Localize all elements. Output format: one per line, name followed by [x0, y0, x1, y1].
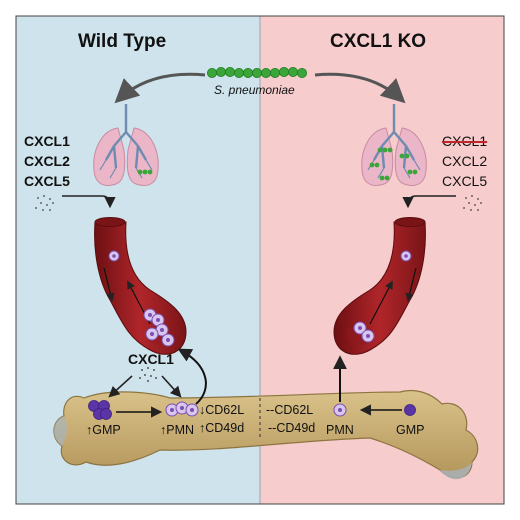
wild-type-title: Wild Type: [78, 31, 167, 52]
infection-arrow-left: [114, 72, 206, 104]
gmp-label-left: ↑GMP: [86, 423, 121, 437]
chemokine-to-gmp-arrow: [108, 375, 133, 398]
gmp-cells-left: [88, 400, 112, 420]
chemokine-right-1-deleted: CXCL1: [442, 133, 488, 149]
cd49d-label-right: --CD49d: [268, 421, 316, 435]
lung-icon-right: [361, 104, 427, 186]
chemokine-to-pmn-arrow: [161, 375, 182, 398]
infection-arrow-right: [314, 72, 406, 104]
bacteria-chain-icon: [206, 67, 307, 79]
knockout-title: CXCL1 KO: [330, 31, 427, 52]
cd62l-label-left: ↓CD62L: [199, 403, 245, 417]
cd49d-label-left: ↑CD49d: [199, 421, 245, 435]
chemokine-dots-left: [35, 195, 54, 211]
pmn-label-left: ↑PMN: [160, 423, 195, 437]
cd62l-label-right: --CD62L: [266, 403, 314, 417]
chemokine-right-2: CXCL2: [442, 153, 488, 169]
chemokine-right-3: CXCL5: [442, 173, 488, 189]
gmp-cell-right: [404, 404, 416, 416]
chemokine-to-vessel-arrow-right: [402, 195, 456, 209]
chemokine-left-3: CXCL5: [24, 173, 70, 189]
chemokine-to-vessel-arrow-left: [62, 195, 116, 209]
lung-icon-left: [93, 104, 159, 186]
chemokine-dots-right: [463, 195, 482, 211]
chemokine-left-1: CXCL1: [24, 133, 70, 149]
marrow-chemokine-dots: [139, 367, 157, 382]
pmn-label-right: PMN: [326, 423, 354, 437]
chemokine-left-2: CXCL2: [24, 153, 70, 169]
blood-vessel-right: [333, 217, 426, 355]
marrow-chemokine-label: CXCL1: [128, 351, 174, 367]
blood-vessel-left: [94, 217, 187, 355]
gmp-label-right: GMP: [396, 423, 425, 437]
pmn-to-vessel-arrow-left: [177, 348, 207, 405]
bacteria-label: S. pneumoniae: [214, 83, 295, 97]
